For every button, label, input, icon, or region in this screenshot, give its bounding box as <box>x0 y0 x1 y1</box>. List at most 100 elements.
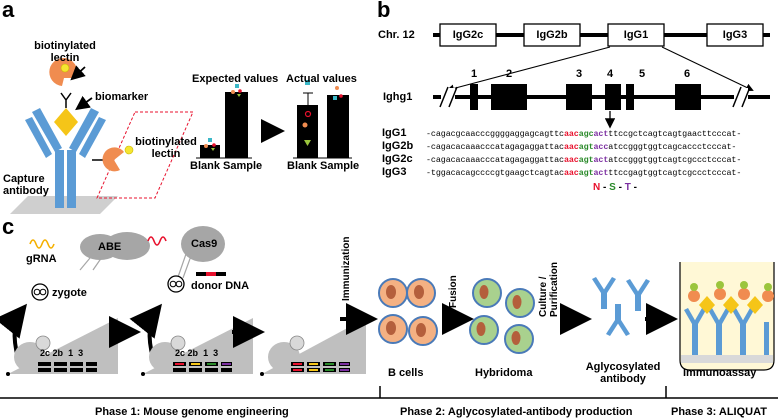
lectin-mid <box>102 147 124 172</box>
biomarker-diamond <box>54 108 78 136</box>
exon-4 <box>605 84 621 110</box>
seq-t: act <box>593 168 609 178</box>
seq-pre: -cagacacaaacccatagagaggattac <box>426 142 564 152</box>
locus-label: Ighg1 <box>383 91 413 103</box>
locus-break-right <box>732 86 751 108</box>
cas9-label: Cas9 <box>191 238 218 250</box>
mouse-1 <box>6 318 118 376</box>
abe-label: ABE <box>98 241 122 253</box>
actual-x-labels: Blank Sample <box>287 160 360 172</box>
exon-5 <box>626 84 634 110</box>
seq-s: agc <box>578 129 594 139</box>
expected-values-title: Expected values <box>192 73 279 85</box>
expected-x-labels: Blank Sample <box>190 160 263 172</box>
lectin-label-top: biotinylated lectin <box>30 40 100 64</box>
hybridoma-cells <box>469 278 535 354</box>
donor-dna-label: donor DNA <box>191 280 250 292</box>
exon-num-1: 1 <box>471 68 478 80</box>
aglyco-antibodies <box>592 277 650 336</box>
panel-letter-a: a <box>2 0 15 22</box>
seq-t: acc <box>593 142 609 152</box>
seq-n: aac <box>563 129 579 139</box>
motif-label: N - S - T - <box>593 182 637 193</box>
seq-row-igg2c: -cagacacaaacccatagagaggattacaacagtactatc… <box>426 155 741 165</box>
seq-name-igg2b: IgG2b <box>382 140 414 152</box>
exon-num-4: 4 <box>607 68 614 80</box>
immunization-label: Immunization <box>341 236 352 301</box>
seq-post: atccgggtggtcagtcgccctcccat- <box>608 155 742 165</box>
gene-label: 1 <box>68 348 74 358</box>
mouse1-genes: 2c 2b 1 3 <box>40 347 83 359</box>
mouse-3 <box>260 318 366 376</box>
exon-num-3: 3 <box>576 68 583 80</box>
seq-t: act <box>593 155 609 165</box>
panel-a-graphics <box>10 58 352 214</box>
lectin-top <box>49 58 78 86</box>
exon-3 <box>566 84 592 110</box>
fusion-label: Fusion <box>448 275 459 308</box>
exon-num-2: 2 <box>506 68 513 80</box>
expected-bar-blank <box>200 145 220 158</box>
motif-n: N <box>593 182 601 193</box>
b-cells-label: B cells <box>388 367 424 379</box>
exon-1 <box>470 84 478 110</box>
capture-antibody-label: Capture antibody <box>3 173 49 197</box>
immunoassay-well <box>679 262 775 371</box>
expected-bar-sample <box>225 92 248 158</box>
seq-s: agt <box>578 142 594 152</box>
panel-b-graphics <box>433 23 770 129</box>
locus-break-left <box>439 86 458 108</box>
aglyco-line1: Aglycosylated <box>585 361 661 373</box>
seq-s: agt <box>578 168 594 178</box>
seq-post: ttccgagtggtcagtcgccctcccat- <box>608 168 742 178</box>
seq-row-igg3: -tggacacagccccgtgaagctcagtacaacagtactttc… <box>426 168 741 178</box>
seq-name-igg1: IgG1 <box>382 127 407 139</box>
gene-label: 2c <box>40 348 51 358</box>
exon-2 <box>491 84 527 110</box>
zygote-label: zygote <box>52 287 87 299</box>
panel-letter-b: b <box>377 0 391 22</box>
immunoassay-label: Immunoassay <box>683 367 757 379</box>
seq-name-igg2c: IgG2c <box>382 153 413 165</box>
seq-pre: -cagacgcaacccggggaggagcagttc <box>426 129 564 139</box>
lectin-label-mid-line1: biotinylated <box>135 136 197 148</box>
capture-antibody-line1: Capture <box>3 173 45 185</box>
exon-num-5: 5 <box>639 68 646 80</box>
gene-label: 2c <box>175 348 186 358</box>
phase-1-label: Phase 1: Mouse genome engineering <box>95 406 289 418</box>
seq-name-igg3: IgG3 <box>382 166 407 178</box>
glycan <box>60 92 72 108</box>
panel-letter-c: c <box>2 214 15 239</box>
gene-box-2: IgG2b <box>536 29 568 41</box>
culture-line2: Purification <box>549 261 560 317</box>
phase-3-label: Phase 3: ALIQUAT <box>671 406 767 418</box>
aglyco-label: Aglycosylated antibody <box>583 361 663 385</box>
motif-s: S <box>609 182 616 193</box>
culture-label: Culture / Purification <box>538 262 560 317</box>
seq-pre: -cagacacaaacccatagagaggattac <box>426 155 564 165</box>
gene-label: 3 <box>213 348 219 358</box>
grna-label: gRNA <box>26 253 57 265</box>
seq-pre: -tggacacagccccgtgaagctcagtac <box>426 168 564 178</box>
lectin-label-top-line1: biotinylated <box>34 40 96 52</box>
lectin-label-mid-line2: lectin <box>151 148 181 160</box>
b-cells <box>378 278 438 346</box>
seq-post: ttccgctcagtcagtgaacttcccat- <box>608 129 742 139</box>
gene-label: 2b <box>52 348 64 358</box>
chr-label: Chr. 12 <box>378 29 415 41</box>
culture-line1: Culture / <box>538 276 549 317</box>
gene-label: 3 <box>78 348 84 358</box>
biomarker-label: biomarker <box>95 91 149 103</box>
motif-t: T <box>624 182 631 193</box>
mouse2-genes: 2c 2b 1 3 <box>175 347 218 359</box>
seq-t: act <box>593 129 609 139</box>
actual-bar-blank <box>297 105 318 158</box>
gene-label: 1 <box>203 348 209 358</box>
phase-2-label: Phase 2: Aglycosylated-antibody producti… <box>400 406 633 418</box>
lectin-label-top-line2: lectin <box>50 52 80 64</box>
capture-antibody <box>25 108 106 208</box>
actual-values-title: Actual values <box>286 73 357 85</box>
hybridoma-label: Hybridoma <box>475 367 533 379</box>
gene-box-4: IgG3 <box>722 29 748 41</box>
